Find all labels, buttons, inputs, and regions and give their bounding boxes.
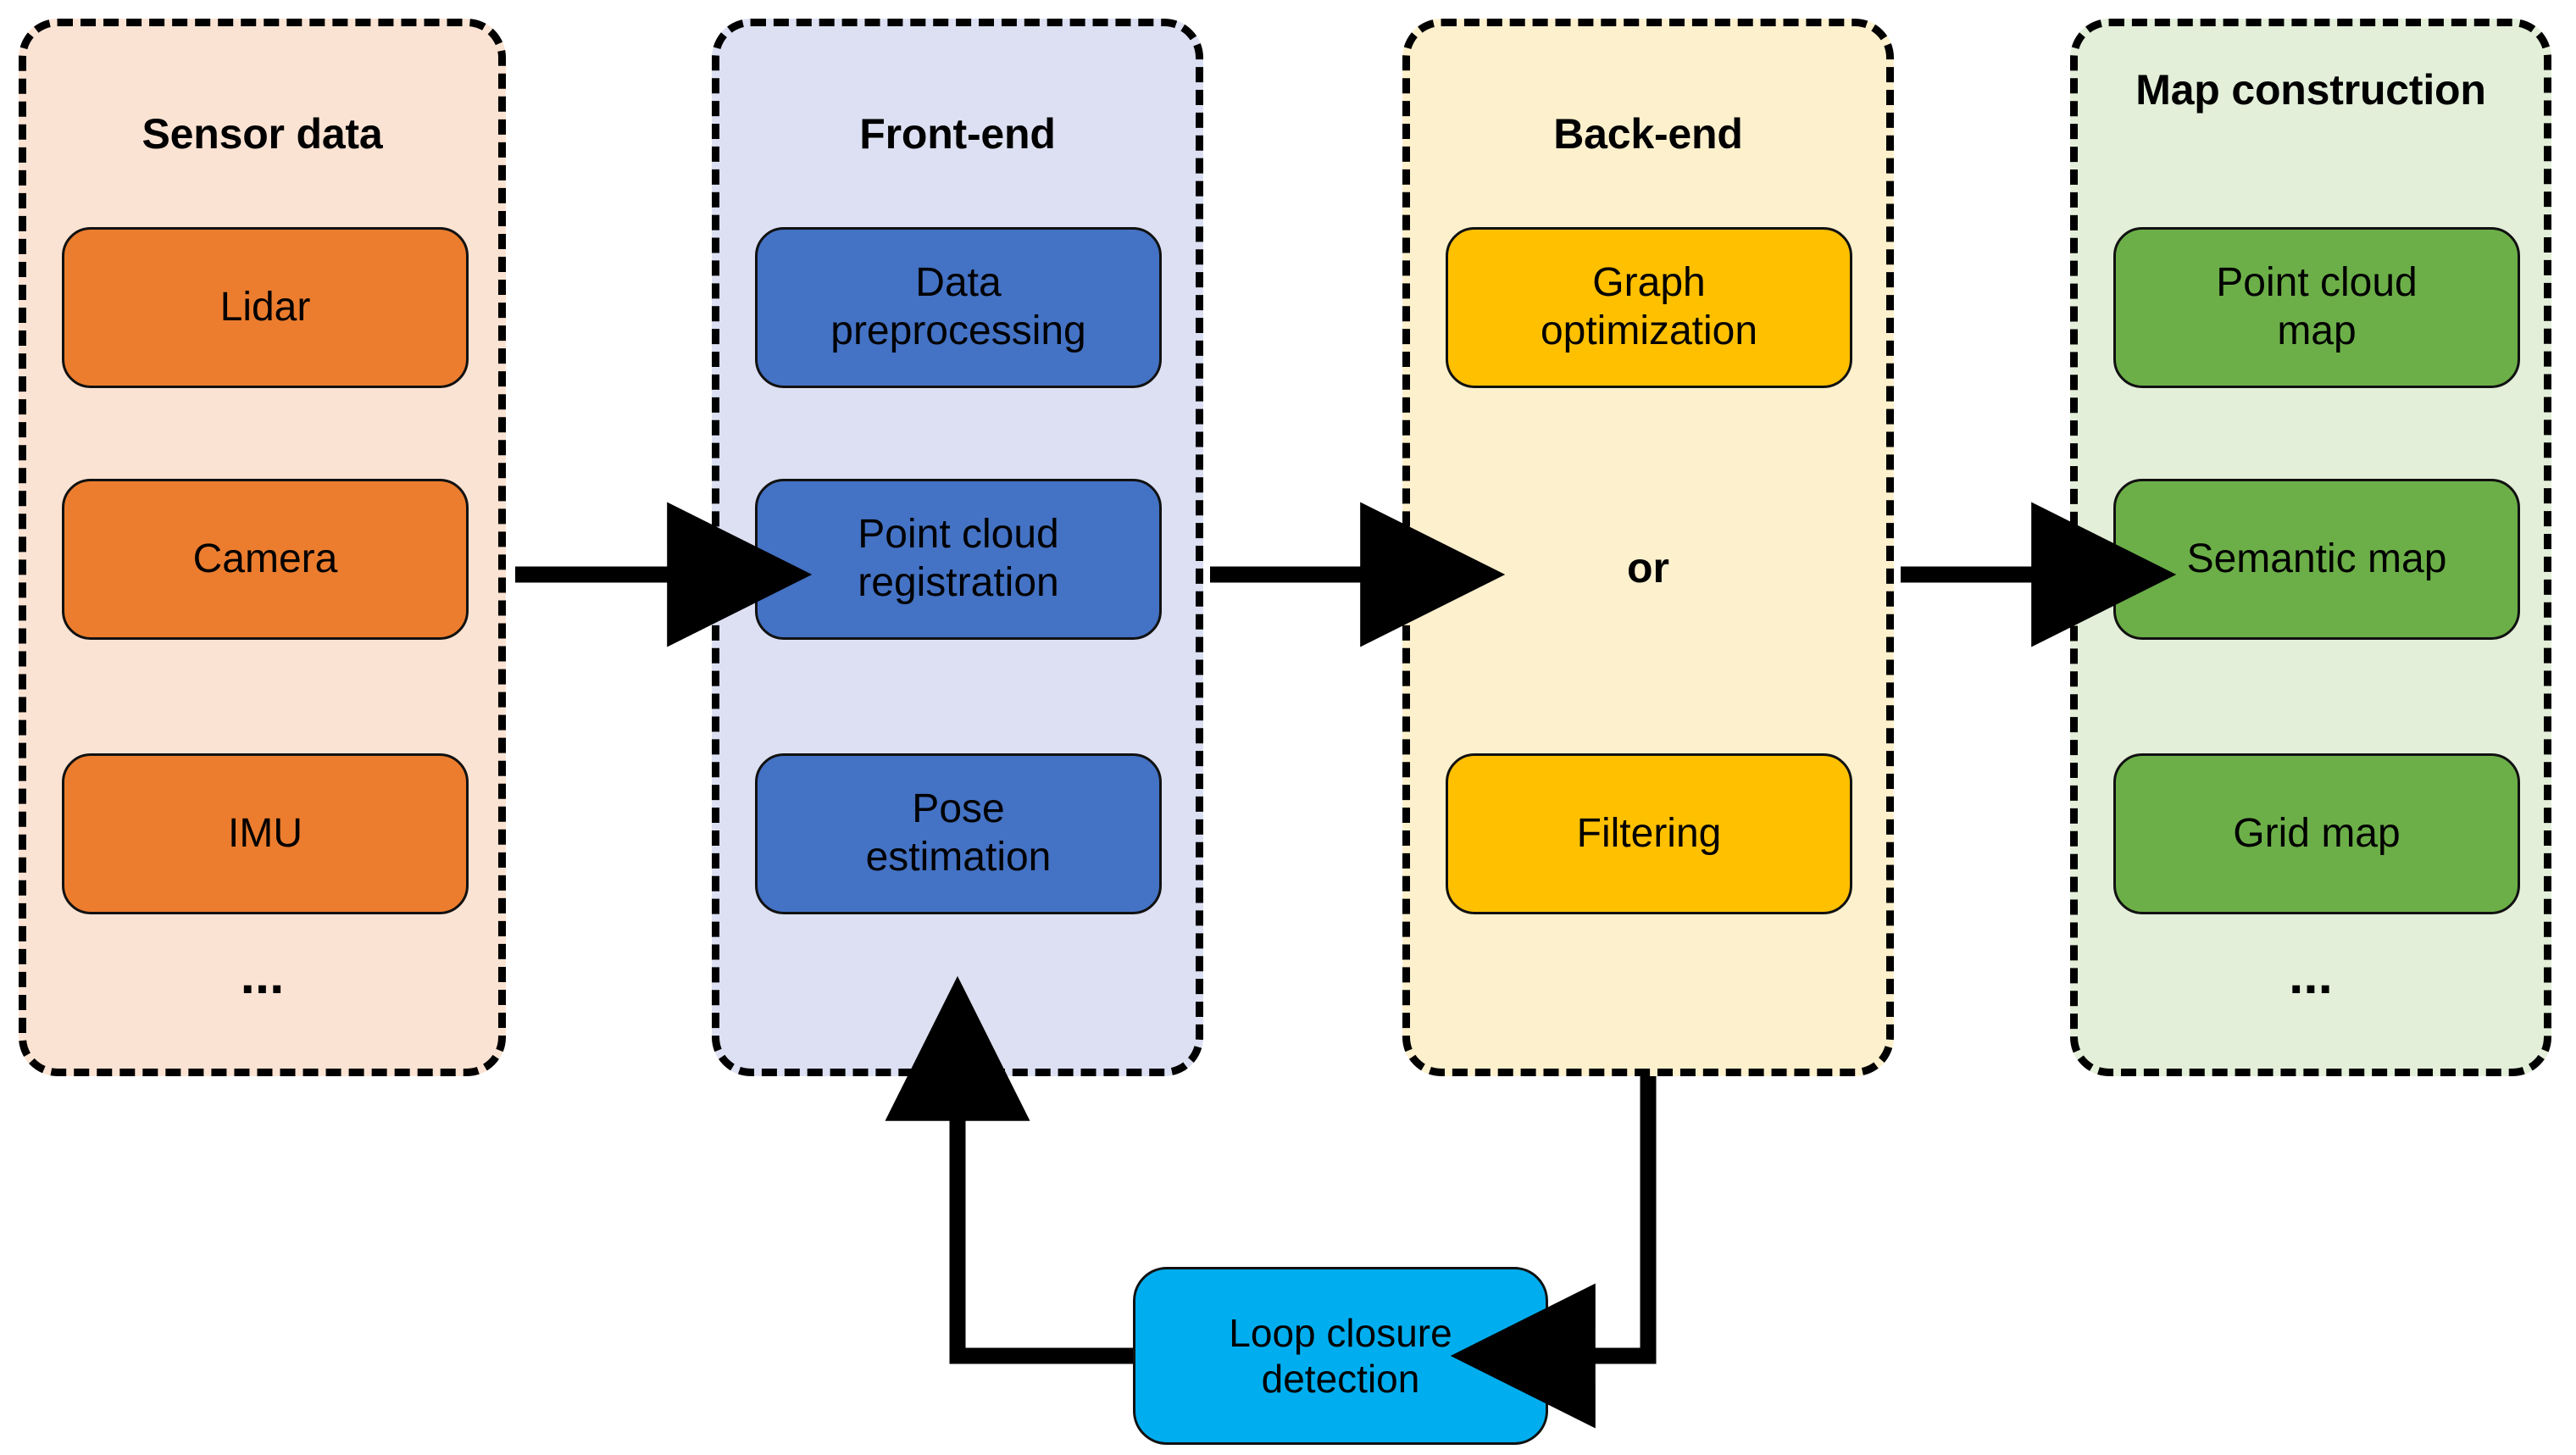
panel-back-end: Back-end Graph optimization or Filtering	[1402, 19, 1894, 1076]
node-grid-map[interactable]: Grid map	[2113, 753, 2520, 914]
node-graph-optimization-label: Graph optimization	[1540, 260, 1758, 353]
node-imu[interactable]: IMU	[62, 753, 469, 914]
panel-sensor-data: Sensor data Lidar Camera IMU ...	[19, 19, 506, 1076]
node-data-preprocessing-label: Data preprocessing	[830, 260, 1086, 353]
node-point-cloud-map-label: Point cloud map	[2216, 260, 2418, 353]
arrow-backend-to-loopclosure	[1450, 1076, 1657, 1429]
node-point-cloud-map[interactable]: Point cloud map	[2113, 227, 2520, 388]
arrow-loopclosure-to-frontend	[885, 975, 1133, 1364]
or-connector-label: or	[1627, 544, 1669, 591]
panel-map-construction: Map construction Point cloud map Semanti…	[2070, 19, 2551, 1076]
node-imu-label: IMU	[228, 810, 303, 856]
node-semantic-map-label: Semantic map	[2186, 536, 2447, 581]
node-lidar-label: Lidar	[219, 284, 311, 330]
panel-front-end: Front-end Data preprocessing Point cloud…	[712, 19, 1203, 1076]
node-camera-label: Camera	[192, 536, 338, 581]
node-semantic-map[interactable]: Semantic map	[2113, 479, 2520, 640]
node-grid-map-label: Grid map	[2233, 810, 2401, 856]
panel-title-front-end: Front-end	[859, 110, 1056, 158]
panel-title-sensor-data: Sensor data	[142, 110, 383, 158]
node-camera[interactable]: Camera	[62, 479, 469, 640]
node-graph-optimization[interactable]: Graph optimization	[1446, 227, 1852, 388]
panel-title-map-construction: Map construction	[2135, 66, 2486, 114]
ellipsis-sensor-data: ...	[240, 947, 285, 1005]
ellipsis-map-construction: ...	[2289, 947, 2333, 1005]
node-point-cloud-registration[interactable]: Point cloud registration	[755, 479, 1162, 640]
node-filtering-label: Filtering	[1576, 810, 1722, 856]
node-lidar[interactable]: Lidar	[62, 227, 469, 388]
node-pose-estimation[interactable]: Pose estimation	[755, 753, 1162, 914]
panel-title-back-end: Back-end	[1553, 110, 1743, 158]
node-filtering[interactable]: Filtering	[1446, 753, 1852, 914]
node-data-preprocessing[interactable]: Data preprocessing	[755, 227, 1162, 388]
node-loop-closure-detection[interactable]: Loop closure detection	[1133, 1267, 1548, 1445]
node-pose-estimation-label: Pose estimation	[865, 786, 1052, 880]
node-loop-closure-detection-label: Loop closure detection	[1229, 1310, 1452, 1401]
node-point-cloud-registration-label: Point cloud registration	[858, 512, 1059, 605]
